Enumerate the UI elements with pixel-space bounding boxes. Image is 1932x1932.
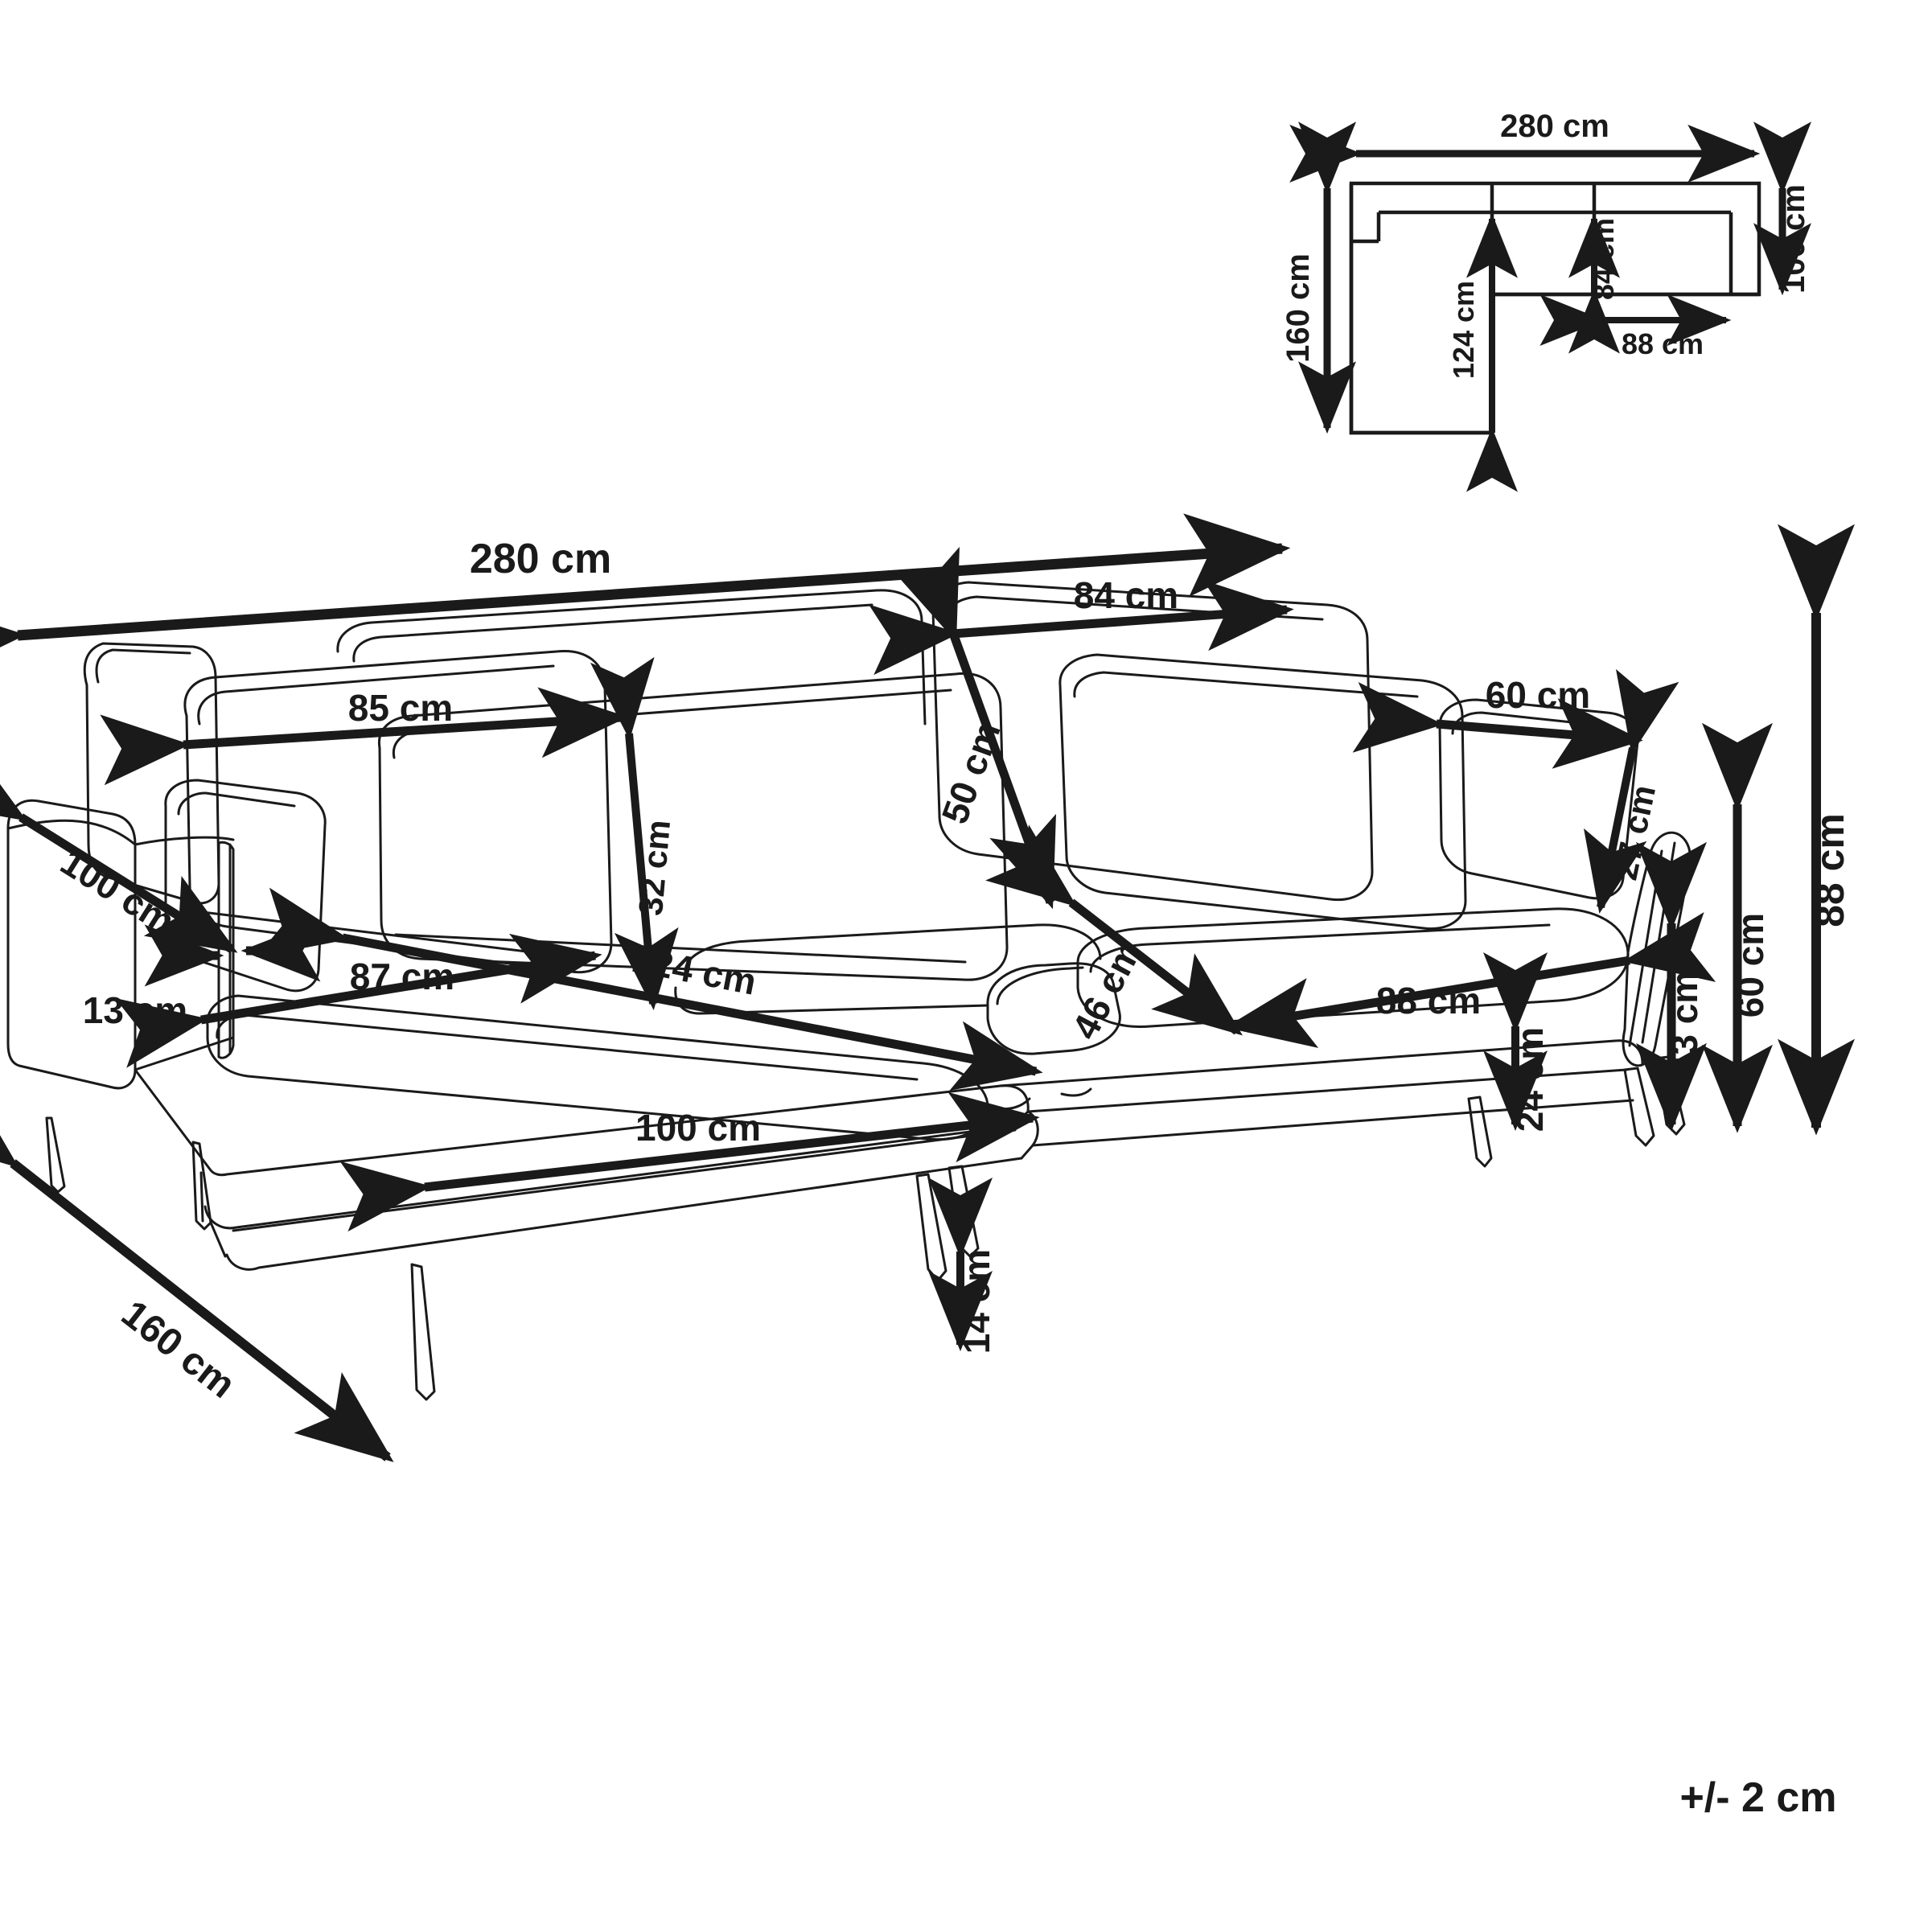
dim-leg-height: 14 cm	[928, 1178, 997, 1354]
dim-43-label: 43 cm	[1663, 971, 1705, 1075]
plan-dim-100: 100 cm	[1753, 121, 1811, 296]
dim-88-seat-label: 88 cm	[1376, 980, 1481, 1021]
module-foot-detail	[1060, 1087, 1092, 1097]
plan-dim-280-label: 280 cm	[1500, 109, 1609, 144]
plan-dim-100-label: 100 cm	[1776, 184, 1811, 294]
dim-total-height: 88 cm	[1778, 524, 1855, 1136]
dim-14-label: 14 cm	[956, 1249, 997, 1354]
leg-right-front	[1623, 1067, 1655, 1147]
dimension-annotations: 280 cm 84 cm 85 cm 50 cm 60 cm 100 cm	[0, 513, 1855, 1462]
plan-dim-124-label: 124 cm	[1447, 281, 1480, 379]
dim-87-label: 87 cm	[350, 956, 454, 997]
dim-base-height: 24 cm	[1483, 952, 1551, 1132]
plan-dim-88: 88 cm	[1539, 294, 1732, 360]
plan-dim-84: 84 cm	[1568, 213, 1620, 354]
dim-right-seat-width: 88 cm	[1225, 912, 1716, 1048]
plan-dim-160: 160 cm	[1280, 121, 1356, 434]
plan-dim-84-label: 84 cm	[1587, 218, 1620, 300]
plan-view-group: 280 cm 160 cm 124 cm 84 cm 88 cm 100 cm	[1280, 109, 1811, 492]
dim-13-label: 13 cm	[83, 989, 187, 1031]
plan-dim-160-label: 160 cm	[1280, 253, 1316, 363]
dim-85-label: 85 cm	[348, 687, 453, 729]
plan-dim-280: 280 cm	[1289, 109, 1761, 183]
leg-chaise-front	[410, 1263, 436, 1401]
dim-60-cushion-label: 60 cm	[1486, 674, 1590, 716]
dim-back-cushion-width: 85 cm	[100, 687, 628, 786]
dim-chaise-front-width: 100 cm	[339, 1091, 1040, 1232]
dim-84-label: 84 cm	[1074, 574, 1178, 616]
dim-24-label: 24 cm	[1509, 1027, 1551, 1132]
dim-60-height-label: 60 cm	[1729, 913, 1771, 1017]
dim-arm-height: 60 cm	[1702, 722, 1773, 1133]
plan-dim-88-label: 88 cm	[1622, 327, 1704, 360]
chaise-base-left	[199, 1171, 204, 1223]
leg-mid-right	[1467, 1095, 1493, 1168]
plan-dim-124: 124 cm	[1447, 213, 1518, 492]
dim-seat-height: 43 cm	[1636, 841, 1707, 1132]
dim-100-chaise-label: 100 cm	[635, 1107, 761, 1149]
tolerance-note: +/- 2 cm	[1679, 1774, 1836, 1821]
dim-280-label: 280 cm	[470, 536, 611, 582]
dim-total-width: 280 cm	[0, 513, 1291, 684]
dim-88-height-label: 88 cm	[1807, 813, 1852, 927]
